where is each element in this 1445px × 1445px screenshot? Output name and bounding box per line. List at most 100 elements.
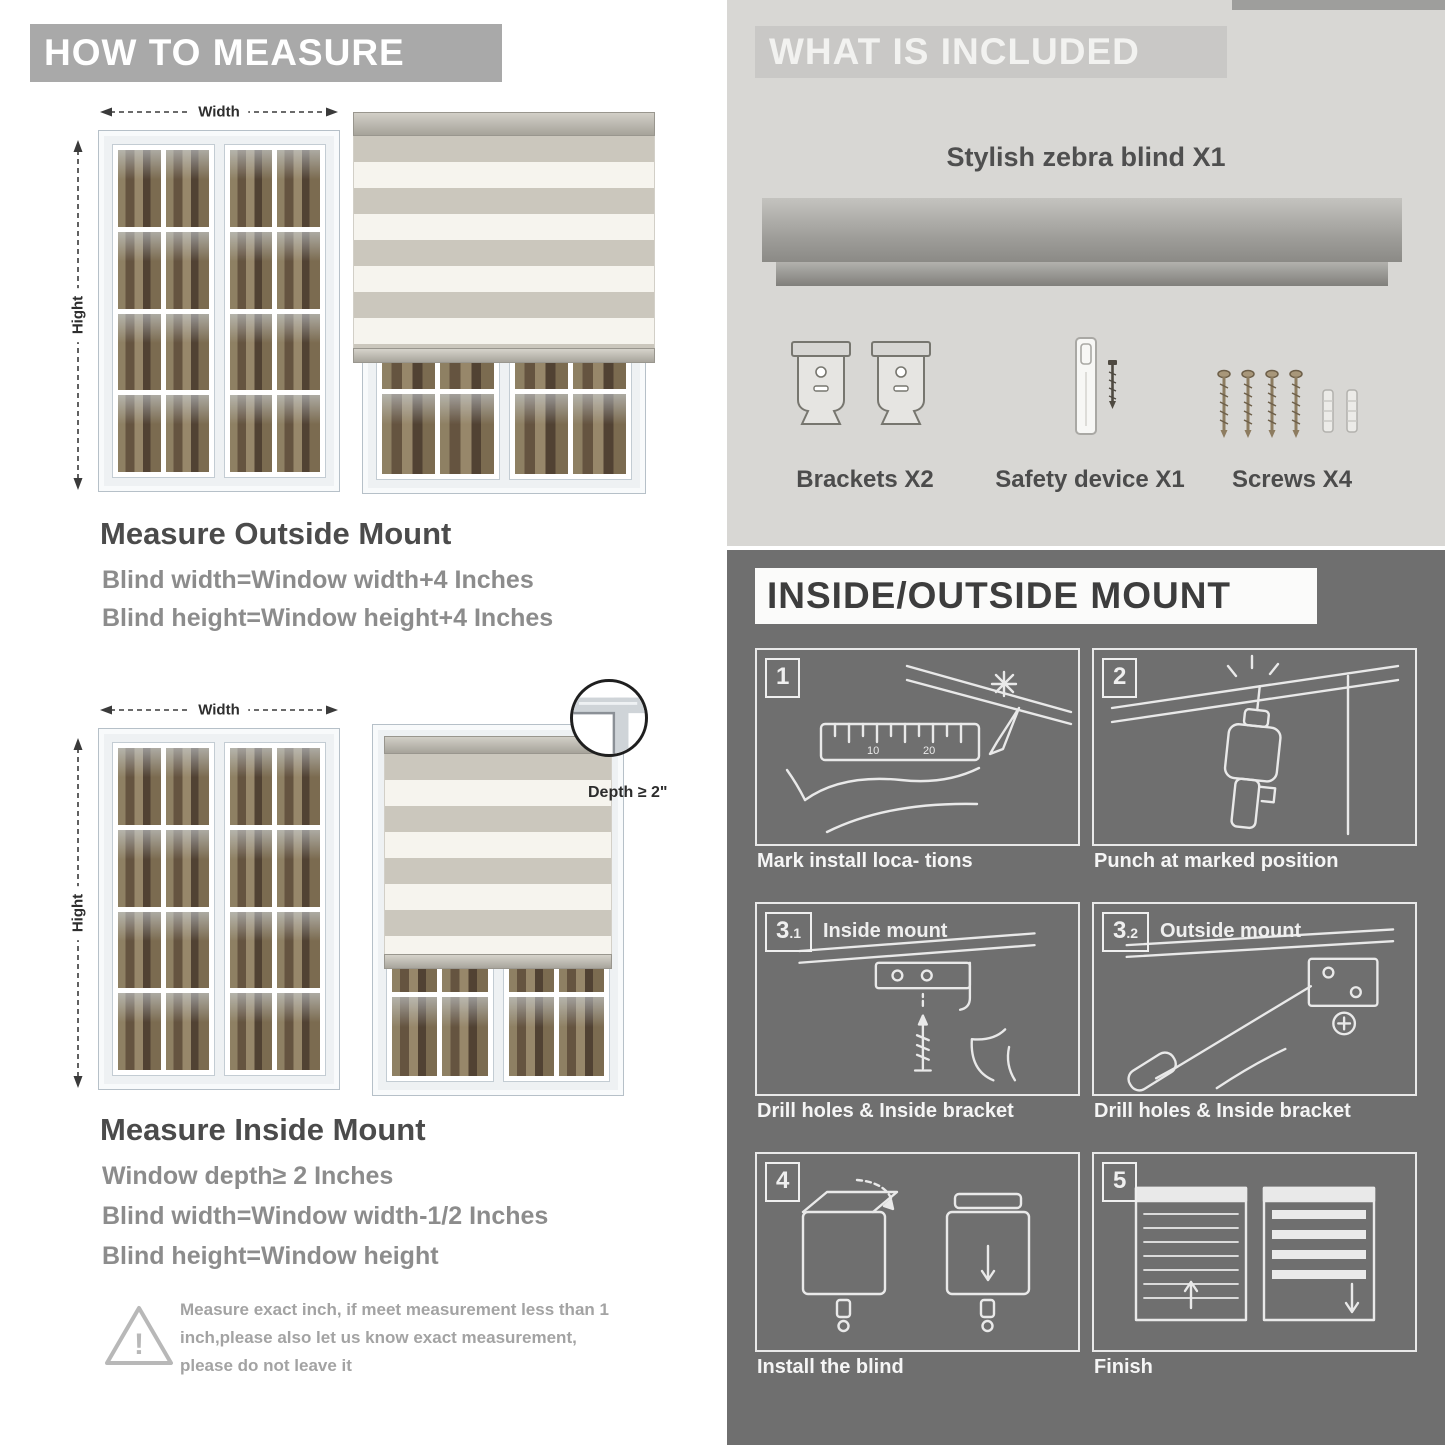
window-pane — [165, 911, 209, 989]
window-illustration-measure-outside — [98, 130, 340, 492]
step-inner-label: Inside mount — [823, 920, 948, 942]
window-pane — [229, 829, 273, 907]
finished-blinds-illustration — [1134, 1186, 1376, 1322]
step-number-badge: 1 — [765, 658, 801, 698]
brackets-label: Brackets X2 — [796, 466, 934, 493]
window-pane — [118, 313, 161, 391]
window-door — [112, 742, 215, 1076]
step-panel-5: 5 — [1092, 1152, 1417, 1352]
depth-note: Depth ≥ 2" — [588, 784, 668, 801]
step-caption-3-2: Drill holes & Inside bracket — [1094, 1100, 1351, 1122]
blind-stripes — [384, 754, 612, 954]
window-frame — [98, 728, 340, 1090]
step-panel-4: 4 — [755, 1152, 1080, 1352]
height-arrow-label: Hight — [69, 885, 87, 941]
step-number-badge: 3.1 — [765, 912, 813, 952]
width-arrow-label: Width — [190, 701, 248, 719]
window-pane — [118, 150, 161, 227]
window-pane — [229, 911, 273, 989]
window-pane — [229, 231, 273, 309]
window-pane — [229, 313, 273, 391]
screws-icon — [1212, 362, 1370, 463]
window-pane — [392, 996, 438, 1076]
window-pane — [165, 993, 209, 1070]
drill-illustration — [1110, 654, 1400, 836]
blind-headrail-illustration — [762, 198, 1402, 262]
window-pane — [572, 393, 626, 474]
blind-cassette — [353, 112, 655, 136]
measure-warning-text: Measure exact inch, if meet measurement … — [180, 1300, 609, 1376]
window-pane — [165, 395, 209, 472]
step-panel-3-2: 3.2 Outside mount — [1092, 902, 1417, 1096]
step-caption-5: Finish — [1094, 1356, 1153, 1378]
step-panel-2: 2 — [1092, 648, 1417, 846]
zebra-blind-overlay — [353, 112, 655, 363]
window-pane — [277, 829, 320, 907]
window-corner-detail-icon — [573, 697, 645, 754]
window-door — [112, 144, 215, 478]
height-arrow: Hight — [69, 138, 87, 492]
width-arrow: Width — [98, 103, 340, 121]
height-arrow: Hight — [69, 736, 87, 1090]
safety-device-icon — [1048, 334, 1138, 451]
window-pane — [277, 395, 320, 472]
depth-detail-magnifier — [570, 679, 648, 757]
step-panel-3-1: 3.1 Inside mount — [755, 902, 1080, 1096]
inside-mount-line3: Blind height=Window height — [102, 1242, 439, 1270]
decorative-strip — [1232, 0, 1445, 10]
step-caption-1: Mark install loca- tions — [757, 850, 973, 872]
outside-mount-title: Measure Outside Mount — [100, 516, 452, 551]
screws-label: Screws X4 — [1231, 466, 1353, 493]
window-pane — [508, 996, 554, 1076]
window-pane — [118, 395, 161, 472]
safety-device-label: Safety device X1 — [995, 466, 1185, 493]
window-door — [223, 742, 326, 1076]
window-pane — [440, 393, 494, 474]
window-pane — [165, 150, 209, 227]
step-panel-1: 1 10 20 — [755, 648, 1080, 846]
mark-location-illustration: 10 20 — [785, 664, 1073, 834]
window-pane — [442, 996, 488, 1076]
zebra-blind-overlay — [384, 736, 612, 969]
blind-stripes — [353, 136, 655, 348]
width-arrow-label: Width — [190, 103, 248, 121]
step-inner-label: Outside mount — [1160, 920, 1302, 942]
what-is-included-header: WHAT IS INCLUDED — [755, 26, 1227, 78]
window-pane — [229, 395, 273, 472]
width-arrow: Width — [98, 701, 340, 719]
how-to-measure-header: HOW TO MEASURE — [30, 24, 502, 82]
outside-mount-line2: Blind height=Window height+4 Inches — [102, 604, 554, 632]
window-pane — [229, 150, 273, 227]
mount-guide-header: INSIDE/OUTSIDE MOUNT — [755, 568, 1317, 624]
window-pane — [165, 231, 209, 309]
step-caption-3-1: Drill holes & Inside bracket — [757, 1100, 1014, 1122]
window-door — [223, 144, 326, 478]
step-caption-2: Punch at marked position — [1094, 850, 1339, 872]
window-illustration-measure-inside — [98, 728, 340, 1090]
inside-mount-title: Measure Inside Mount — [100, 1112, 426, 1147]
step-number-badge: 2 — [1102, 658, 1138, 698]
window-pane — [118, 748, 161, 825]
window-pane — [118, 231, 161, 309]
window-pane — [165, 313, 209, 391]
install-blind-illustration — [801, 1178, 1031, 1333]
inside-mount-bracket-illustration — [798, 932, 1036, 1082]
outside-mount-line1: Blind width=Window width+4 Inches — [102, 566, 534, 594]
window-pane — [514, 393, 568, 474]
window-pane — [558, 996, 604, 1076]
window-illustration-outside-blind — [353, 112, 655, 494]
warning-icon: ! — [102, 1302, 176, 1375]
blind-bottom-rail — [384, 954, 612, 969]
outside-mount-bracket-illustration — [1125, 928, 1395, 1092]
window-pane — [277, 313, 320, 391]
window-pane — [229, 993, 273, 1070]
window-pane — [118, 829, 161, 907]
window-pane — [277, 911, 320, 989]
window-pane — [277, 748, 320, 825]
inside-mount-line1: Window depth≥ 2 Inches — [102, 1162, 394, 1190]
window-pane — [165, 829, 209, 907]
step-caption-4: Install the blind — [757, 1356, 904, 1378]
step-number-badge: 5 — [1102, 1162, 1138, 1202]
height-arrow-label: Hight — [69, 287, 87, 343]
window-illustration-inside-blind — [372, 724, 624, 1096]
